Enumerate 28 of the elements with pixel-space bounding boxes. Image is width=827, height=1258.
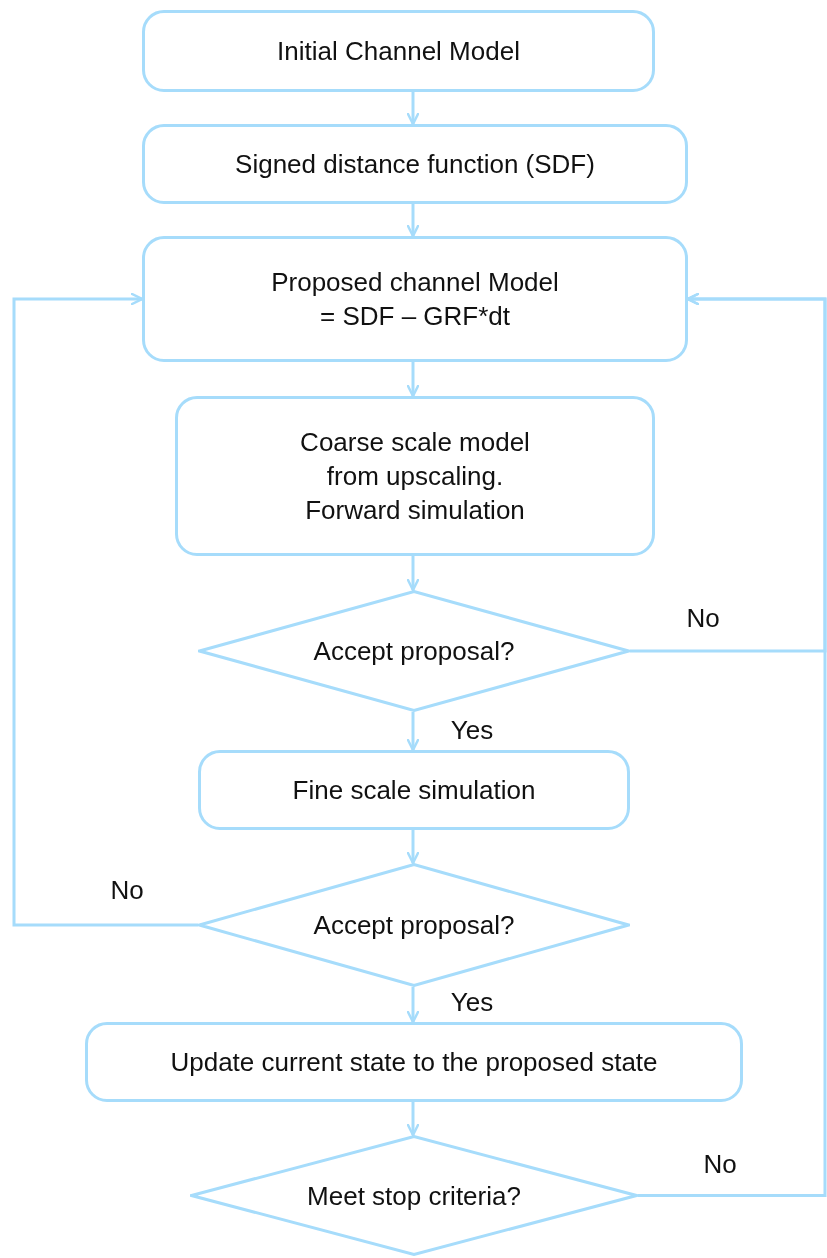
process-box	[85, 1022, 743, 1102]
node-label: Signed distance function (SDF)	[235, 148, 595, 181]
process-box	[142, 236, 688, 362]
arrow	[406, 1102, 420, 1137]
decision-diamond	[198, 863, 630, 987]
arrow	[406, 92, 420, 126]
arrow	[406, 362, 420, 398]
arrow	[12, 292, 198, 927]
process-box	[175, 396, 655, 556]
node-label: Coarse scale model from upscaling. Forward simulation	[299, 426, 531, 527]
node-label: Proposed channel Model = SDF – GRF*dt	[270, 266, 560, 333]
decision-diamond	[198, 590, 630, 712]
arrow	[406, 987, 420, 1024]
decision-diamond	[190, 1135, 638, 1256]
node-label: Meet stop criteria?	[307, 1179, 521, 1213]
node-label: Initial Channel Model	[277, 35, 520, 68]
node-label: Accept proposal?	[313, 635, 515, 668]
arrow	[638, 292, 827, 1197]
node-label: Fine scale simulation	[292, 774, 536, 807]
arrow	[406, 556, 420, 592]
arrow	[406, 204, 420, 238]
process-box	[198, 750, 630, 830]
node-label: Update current state to the proposed state	[170, 1046, 658, 1079]
process-box	[142, 10, 655, 92]
arrow	[406, 830, 420, 865]
arrow	[406, 712, 420, 752]
process-box	[142, 124, 688, 204]
node-label: Accept proposal?	[313, 909, 515, 942]
